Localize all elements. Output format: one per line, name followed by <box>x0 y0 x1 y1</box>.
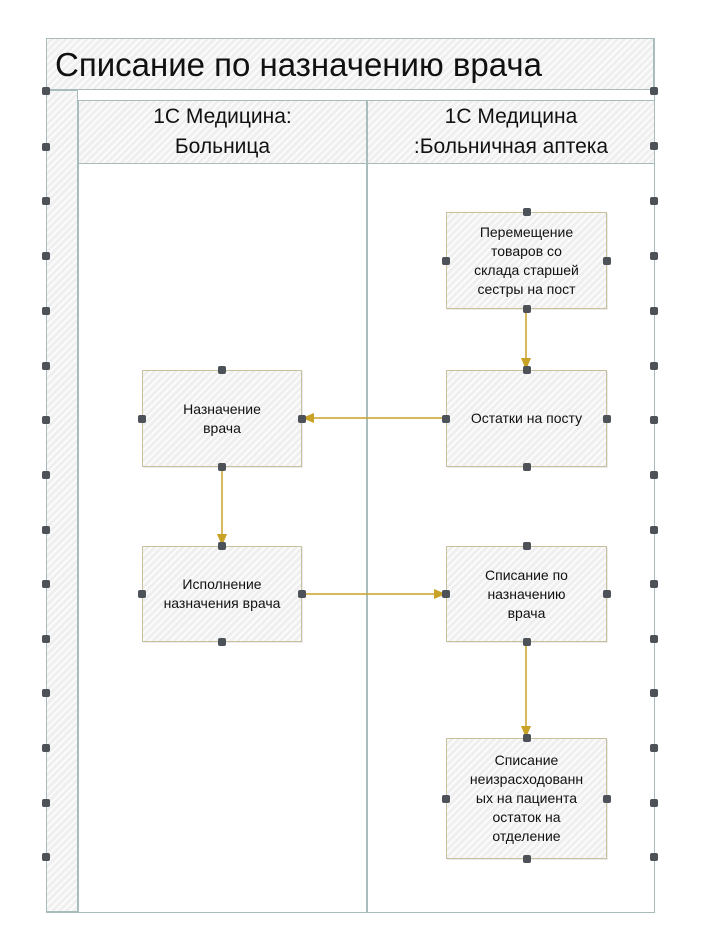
connection-handle[interactable] <box>138 590 146 598</box>
connection-handle[interactable] <box>442 414 450 423</box>
connection-handle[interactable] <box>42 197 50 205</box>
connection-handle[interactable] <box>138 414 146 423</box>
node-post-stock[interactable]: Остатки на посту <box>446 370 607 467</box>
connection-handle[interactable] <box>650 853 658 861</box>
connection-handle[interactable] <box>42 362 50 370</box>
connection-handle[interactable] <box>650 416 658 424</box>
connection-handle[interactable] <box>650 471 658 479</box>
connection-handle[interactable] <box>650 87 658 95</box>
connection-handle[interactable] <box>650 197 658 205</box>
connection-handle[interactable] <box>218 463 226 471</box>
lane-header-pharmacy[interactable]: 1С Медицина :Больничная аптека <box>367 100 655 164</box>
connection-handle[interactable] <box>650 362 658 370</box>
connection-handle[interactable] <box>650 142 658 150</box>
connection-handle[interactable] <box>442 590 450 598</box>
node-writeoff-unused[interactable]: Списание неизрасходованн ых на пациента … <box>446 738 607 859</box>
connection-handle[interactable] <box>42 526 50 534</box>
connection-handle[interactable] <box>218 366 226 374</box>
connection-handle[interactable] <box>218 638 226 646</box>
connection-handle[interactable] <box>442 256 450 265</box>
connection-handle[interactable] <box>42 307 50 315</box>
connection-handle[interactable] <box>42 143 50 151</box>
connection-handle[interactable] <box>650 744 658 752</box>
connection-handle[interactable] <box>603 414 611 423</box>
connection-handle[interactable] <box>42 853 50 861</box>
connection-handle[interactable] <box>298 590 306 598</box>
connection-handle[interactable] <box>522 542 531 550</box>
connection-handle[interactable] <box>442 794 450 803</box>
connection-handle[interactable] <box>522 305 531 313</box>
pool-title[interactable]: Списание по назначению врача <box>46 38 654 90</box>
connection-handle[interactable] <box>42 799 50 807</box>
node-transfer[interactable]: Перемещение товаров со склада старшей се… <box>446 212 607 309</box>
connection-handle[interactable] <box>522 366 531 374</box>
connection-handle[interactable] <box>522 734 531 742</box>
connection-handle[interactable] <box>650 799 658 807</box>
connection-handle[interactable] <box>42 416 50 424</box>
connection-handle[interactable] <box>42 635 50 643</box>
connection-handle[interactable] <box>650 307 658 315</box>
connection-handle[interactable] <box>650 689 658 697</box>
node-order-execution[interactable]: Исполнение назначения врача <box>142 546 302 642</box>
connection-handle[interactable] <box>42 744 50 752</box>
connection-handle[interactable] <box>42 471 50 479</box>
connection-handle[interactable] <box>42 689 50 697</box>
connection-handle[interactable] <box>522 463 531 471</box>
connection-handle[interactable] <box>603 256 611 265</box>
connection-handle[interactable] <box>42 87 50 95</box>
connection-handle[interactable] <box>522 638 531 646</box>
connection-handle[interactable] <box>603 590 611 598</box>
connection-handle[interactable] <box>298 414 306 423</box>
connection-handle[interactable] <box>218 542 226 550</box>
connection-handle[interactable] <box>603 794 611 803</box>
connection-handle[interactable] <box>42 580 50 588</box>
connection-handle[interactable] <box>650 252 658 260</box>
lane-header-hospital[interactable]: 1С Медицина: Больница <box>78 100 367 164</box>
connection-handle[interactable] <box>522 208 531 216</box>
connection-handle[interactable] <box>650 580 658 588</box>
connection-handle[interactable] <box>650 526 658 534</box>
node-writeoff-order[interactable]: Списание по назначению врача <box>446 546 607 642</box>
connection-handle[interactable] <box>42 252 50 260</box>
connection-handle[interactable] <box>522 855 531 863</box>
connection-handle[interactable] <box>650 635 658 643</box>
